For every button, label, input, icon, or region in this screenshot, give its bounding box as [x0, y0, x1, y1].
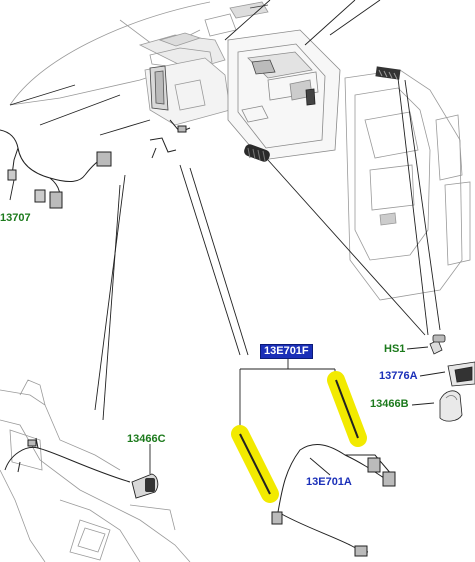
leader-lines: [9, 0, 446, 476]
sensor-strip-left: [231, 425, 279, 503]
13776a-switch-part: [447, 361, 475, 387]
callout-13e701f[interactable]: 13E701F: [260, 344, 313, 359]
wire-clip-part: [149, 119, 191, 159]
hs1-screw-part: [429, 334, 446, 355]
overhead-switch-part: [375, 66, 401, 80]
callout-hs1: HS1: [384, 343, 406, 355]
interior-side-illustration: [344, 69, 471, 301]
callout-13466c: 13466C: [127, 433, 166, 445]
footwell-wiring: [4, 437, 131, 483]
sensor-harness-13e701a: [271, 444, 396, 557]
grommet-part: [244, 144, 270, 162]
sensor-strip-right: [327, 371, 367, 447]
13466b-lamp-part: [439, 390, 463, 422]
callout-13e701a: 13E701A: [306, 476, 352, 488]
door-panel-illustration: [227, 29, 341, 161]
callout-13707: 13707: [0, 212, 31, 224]
callout-13466b: 13466B: [370, 398, 409, 410]
wiring-harness-left: [0, 129, 112, 209]
footwell-illustration: [0, 379, 191, 562]
13e701f-bracket: [239, 357, 336, 440]
callout-13776a: 13776A: [379, 370, 418, 382]
13466c-lamp-part: [131, 473, 159, 499]
dashboard-illustration: [9, 1, 269, 126]
